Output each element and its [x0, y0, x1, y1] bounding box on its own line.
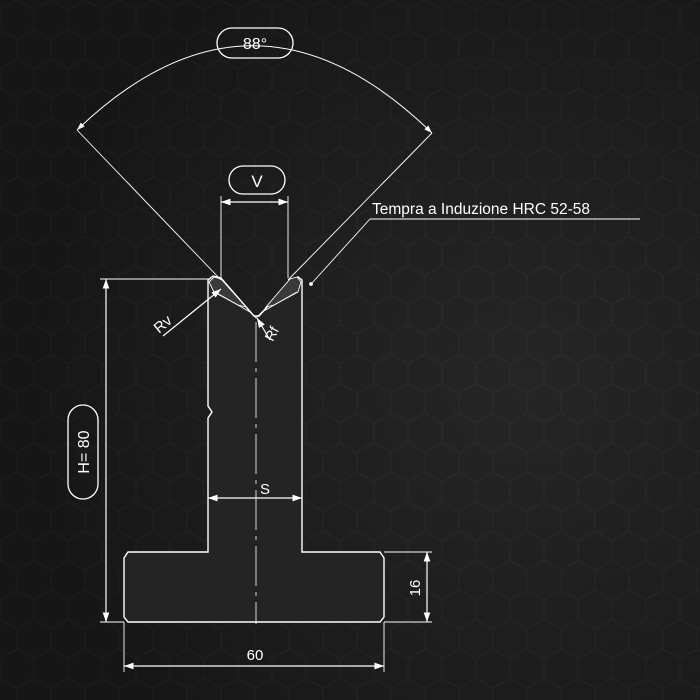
base-height-label: 16 [407, 580, 424, 597]
rf-leader [256, 317, 271, 341]
die-drawing-lines [67, 27, 640, 672]
height-label-pill [67, 404, 99, 500]
angle-label-pill [216, 27, 294, 59]
base-width-label: 60 [247, 647, 264, 664]
note-leader-dot [309, 282, 313, 286]
note-leader [311, 218, 371, 284]
rf-label: Rf [261, 324, 282, 344]
hardening-note: Tempra a Induzione HRC 52-58 [372, 201, 590, 218]
angle-extension-left [76, 129, 222, 281]
angle-label: 88° [243, 36, 267, 53]
v-label: V [251, 172, 263, 191]
height-label: H= 80 [76, 430, 93, 473]
angle-extension-right [287, 132, 433, 281]
die-outline [123, 275, 385, 623]
angle-arc [76, 45, 433, 134]
s-label: S [260, 481, 270, 498]
hardened-zone-right [264, 276, 302, 308]
v-label-pill [228, 165, 286, 195]
hardening-depth-line [214, 291, 298, 319]
rv-leader [162, 288, 222, 337]
